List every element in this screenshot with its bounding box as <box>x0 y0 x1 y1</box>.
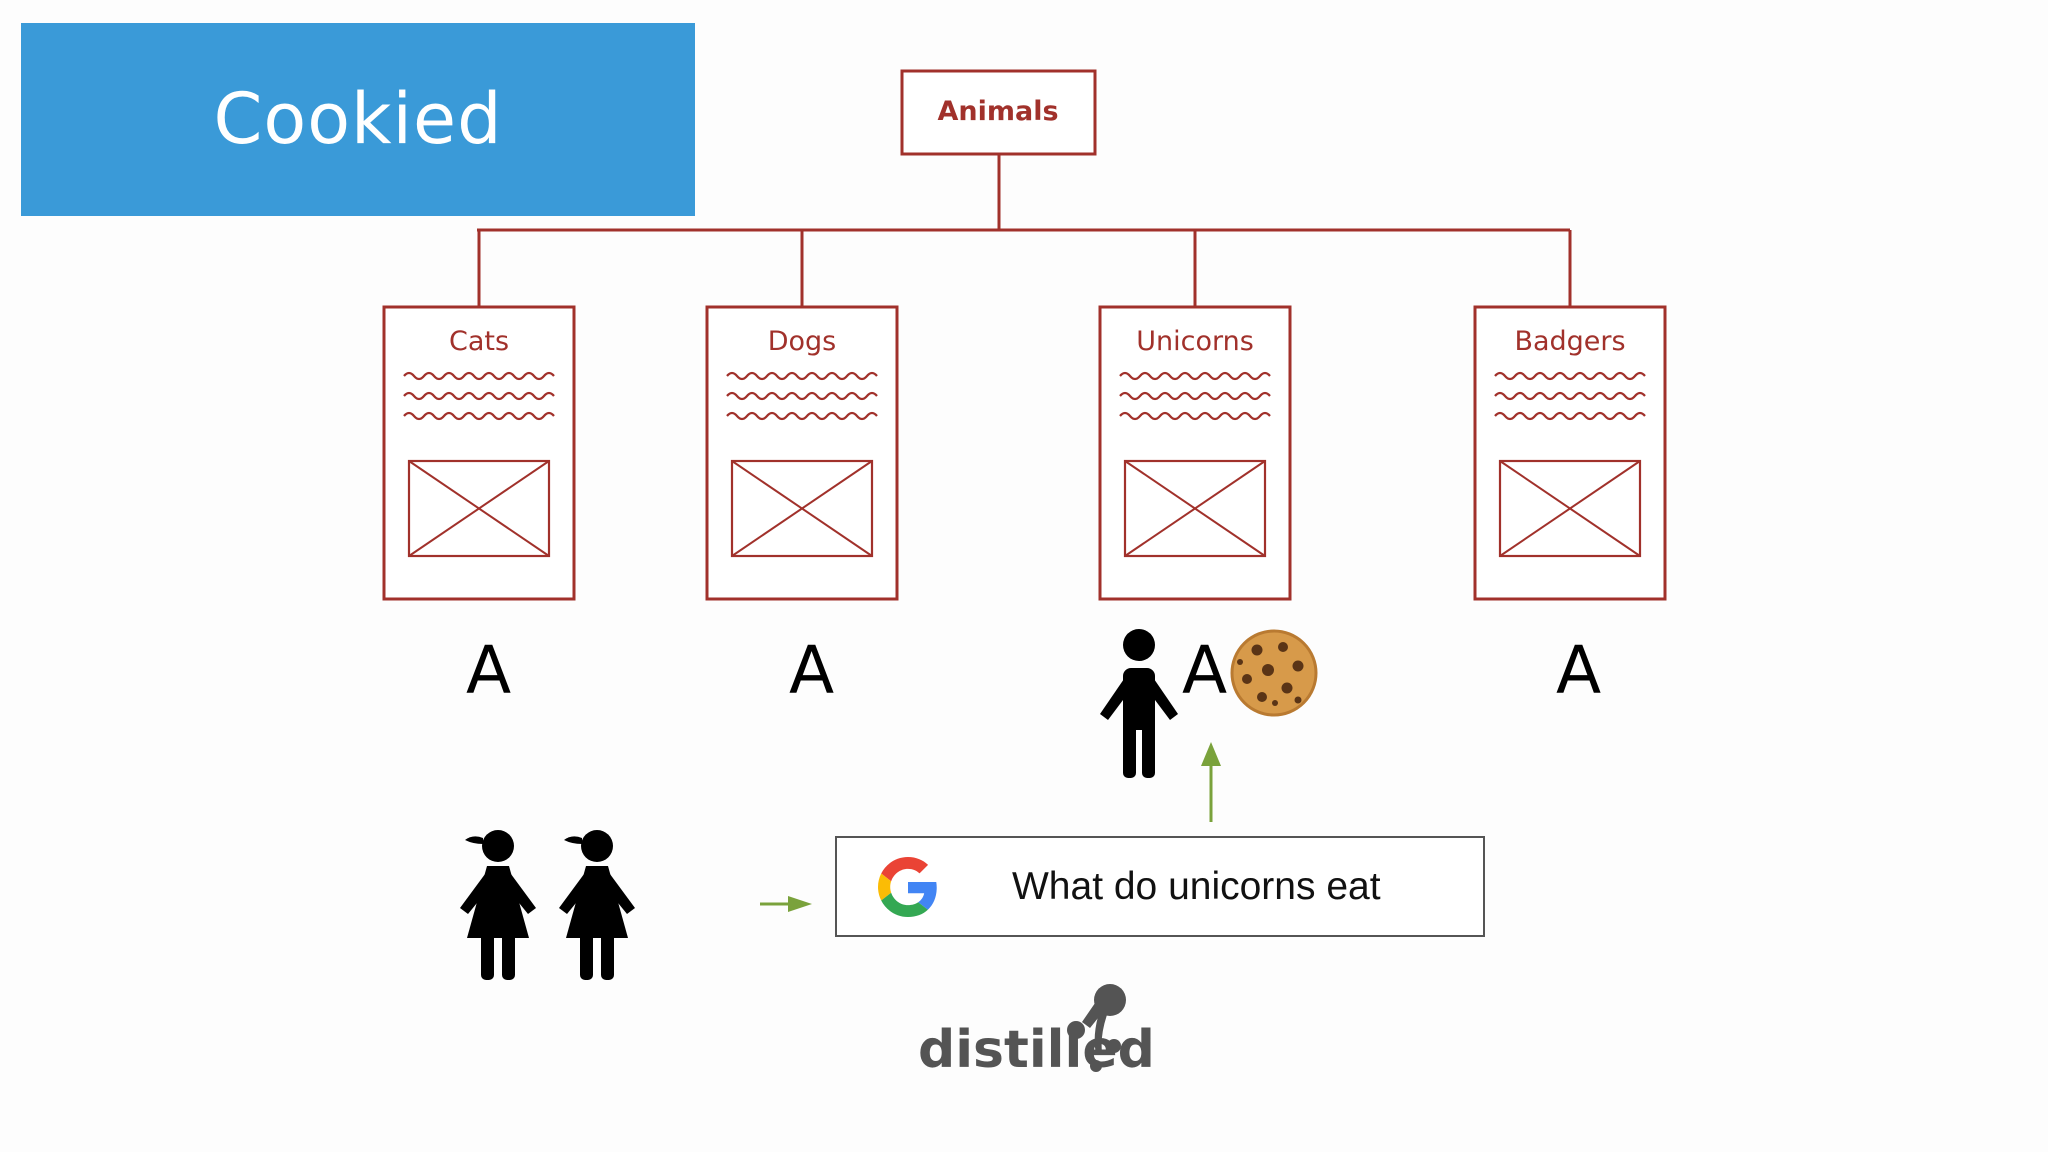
page-label-unicorns: Unicorns <box>1136 326 1254 357</box>
search-box: What do unicorns eat <box>835 836 1485 937</box>
annotation-unicorns: A <box>1182 632 1228 709</box>
root-node-label: Animals <box>937 96 1059 127</box>
distilled-logo-icon <box>1067 984 1126 1072</box>
google-g-icon <box>878 857 937 917</box>
brand-logo-text: distilled <box>918 1020 1155 1080</box>
title-banner: Cookied <box>21 23 695 216</box>
page-box-cats <box>382 305 576 601</box>
slide-title: Cookied <box>213 78 503 160</box>
page-label-cats: Cats <box>448 326 510 357</box>
tree-connectors <box>477 154 1572 307</box>
annotation-cats: A <box>466 632 512 709</box>
girl-icon <box>460 830 536 980</box>
page-label-dogs: Dogs <box>767 326 837 357</box>
person-icon <box>1100 629 1178 778</box>
cookie-icon <box>1230 629 1318 717</box>
green-arrow-icon <box>1201 742 1221 822</box>
page-box-dogs <box>705 305 899 601</box>
page-box-unicorns <box>1098 305 1292 601</box>
search-query: What do unicorns eat <box>1012 865 1381 908</box>
green-arrow-icon <box>760 896 812 912</box>
page-box-badgers <box>1473 305 1667 601</box>
annotation-dogs: A <box>789 632 835 709</box>
page-label-badgers: Badgers <box>1514 326 1626 357</box>
girl-icon <box>559 830 635 980</box>
annotation-badgers: A <box>1556 632 1602 709</box>
